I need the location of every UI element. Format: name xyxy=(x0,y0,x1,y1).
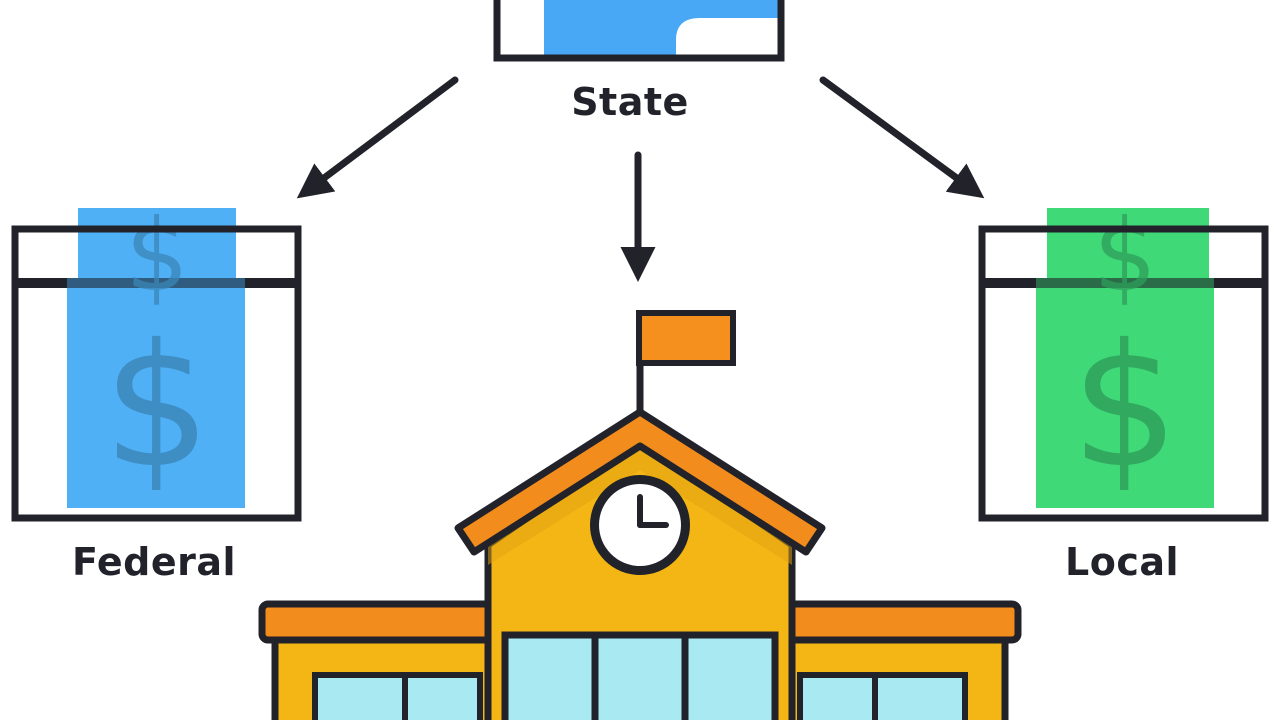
arrows xyxy=(296,76,985,282)
local-dollar-sign: $ xyxy=(1071,308,1179,506)
federal-label: Federal xyxy=(71,540,237,584)
federal-dollar-sign-top: $ xyxy=(125,197,189,314)
federal-dollar-box-icon: $ $ xyxy=(11,197,302,522)
arrow-to-local xyxy=(819,76,985,199)
local-label: Local xyxy=(1064,540,1180,584)
state-label: State xyxy=(571,80,689,124)
flag-icon xyxy=(636,310,736,412)
arrow-to-federal xyxy=(296,76,459,199)
local-dollar-sign-top: $ xyxy=(1093,197,1157,314)
local-dollar-box-icon: $ $ xyxy=(978,197,1269,522)
federal-dollar-sign: $ xyxy=(103,308,211,506)
clock-icon xyxy=(590,475,690,575)
school-building-icon xyxy=(258,310,1022,720)
state-cash-box-icon xyxy=(493,0,785,62)
